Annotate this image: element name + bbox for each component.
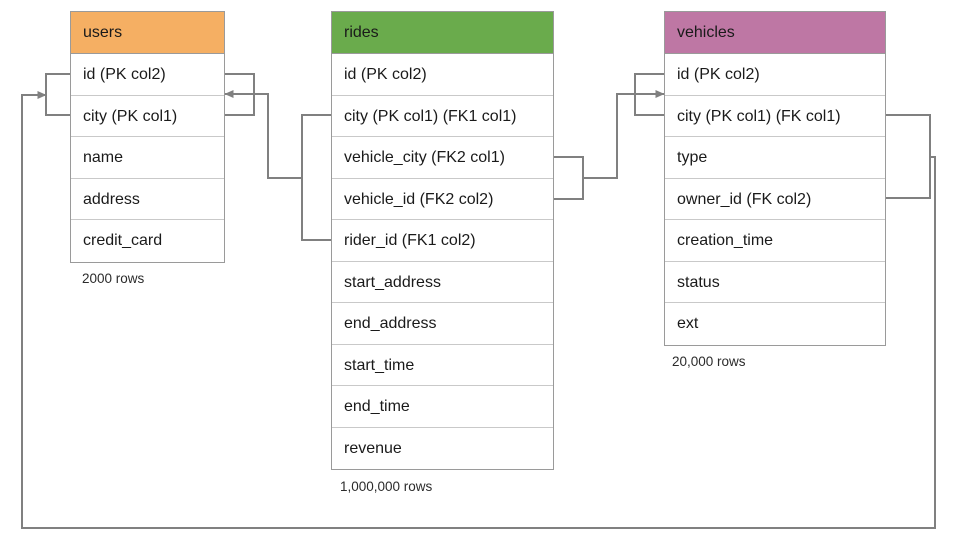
table-users-column-address[interactable]: address — [71, 179, 224, 220]
table-rides-column-start-time[interactable]: start_time — [332, 345, 553, 386]
table-vehicles-row-count: 20,000 rows — [672, 354, 746, 369]
table-vehicles[interactable]: vehicles id (PK col2) city (PK col1) (FK… — [664, 11, 886, 346]
table-users[interactable]: users id (PK col2) city (PK col1) name a… — [70, 11, 225, 263]
table-vehicles-column-owner-id[interactable]: owner_id (FK col2) — [665, 179, 885, 220]
table-users-column-id[interactable]: id (PK col2) — [71, 54, 224, 96]
edge-rides-fk2-vehicles — [554, 73, 665, 200]
table-rides-row-count: 1,000,000 rows — [340, 479, 433, 494]
table-rides-column-revenue[interactable]: revenue — [344, 439, 402, 457]
edge-rides-fk1-users — [224, 73, 331, 241]
table-rides[interactable]: rides id (PK col2) city (PK col1) (FK1 c… — [331, 11, 554, 470]
table-rides-column-rider-id[interactable]: rider_id (FK1 col2) — [332, 220, 553, 262]
table-vehicles-column-creation-time[interactable]: creation_time — [665, 220, 885, 262]
table-vehicles-header: vehicles — [665, 12, 885, 54]
table-rides-header: rides — [332, 12, 553, 54]
table-rides-column-vehicle-city[interactable]: vehicle_city (FK2 col1) — [332, 137, 553, 179]
table-users-column-city[interactable]: city (PK col1) — [71, 96, 224, 137]
table-users-row-count: 2000 rows — [82, 271, 145, 286]
table-users-header: users — [71, 12, 224, 54]
table-vehicles-column-id[interactable]: id (PK col2) — [665, 54, 885, 96]
table-users-column-credit-card[interactable]: credit_card — [83, 232, 163, 249]
table-vehicles-column-city[interactable]: city (PK col1) (FK col1) — [665, 96, 885, 137]
table-rides-column-vehicle-id[interactable]: vehicle_id (FK2 col2) — [332, 179, 553, 220]
table-vehicles-column-type[interactable]: type — [665, 137, 885, 179]
table-rides-column-start-address[interactable]: start_address — [332, 262, 553, 303]
table-rides-column-city[interactable]: city (PK col1) (FK1 col1) — [332, 96, 553, 137]
table-rides-column-id[interactable]: id (PK col2) — [332, 54, 553, 96]
table-users-column-name[interactable]: name — [71, 137, 224, 179]
table-rides-column-end-time[interactable]: end_time — [332, 386, 553, 428]
table-rides-column-end-address[interactable]: end_address — [332, 303, 553, 345]
table-vehicles-column-status[interactable]: status — [665, 262, 885, 303]
table-vehicles-column-ext[interactable]: ext — [677, 315, 699, 332]
